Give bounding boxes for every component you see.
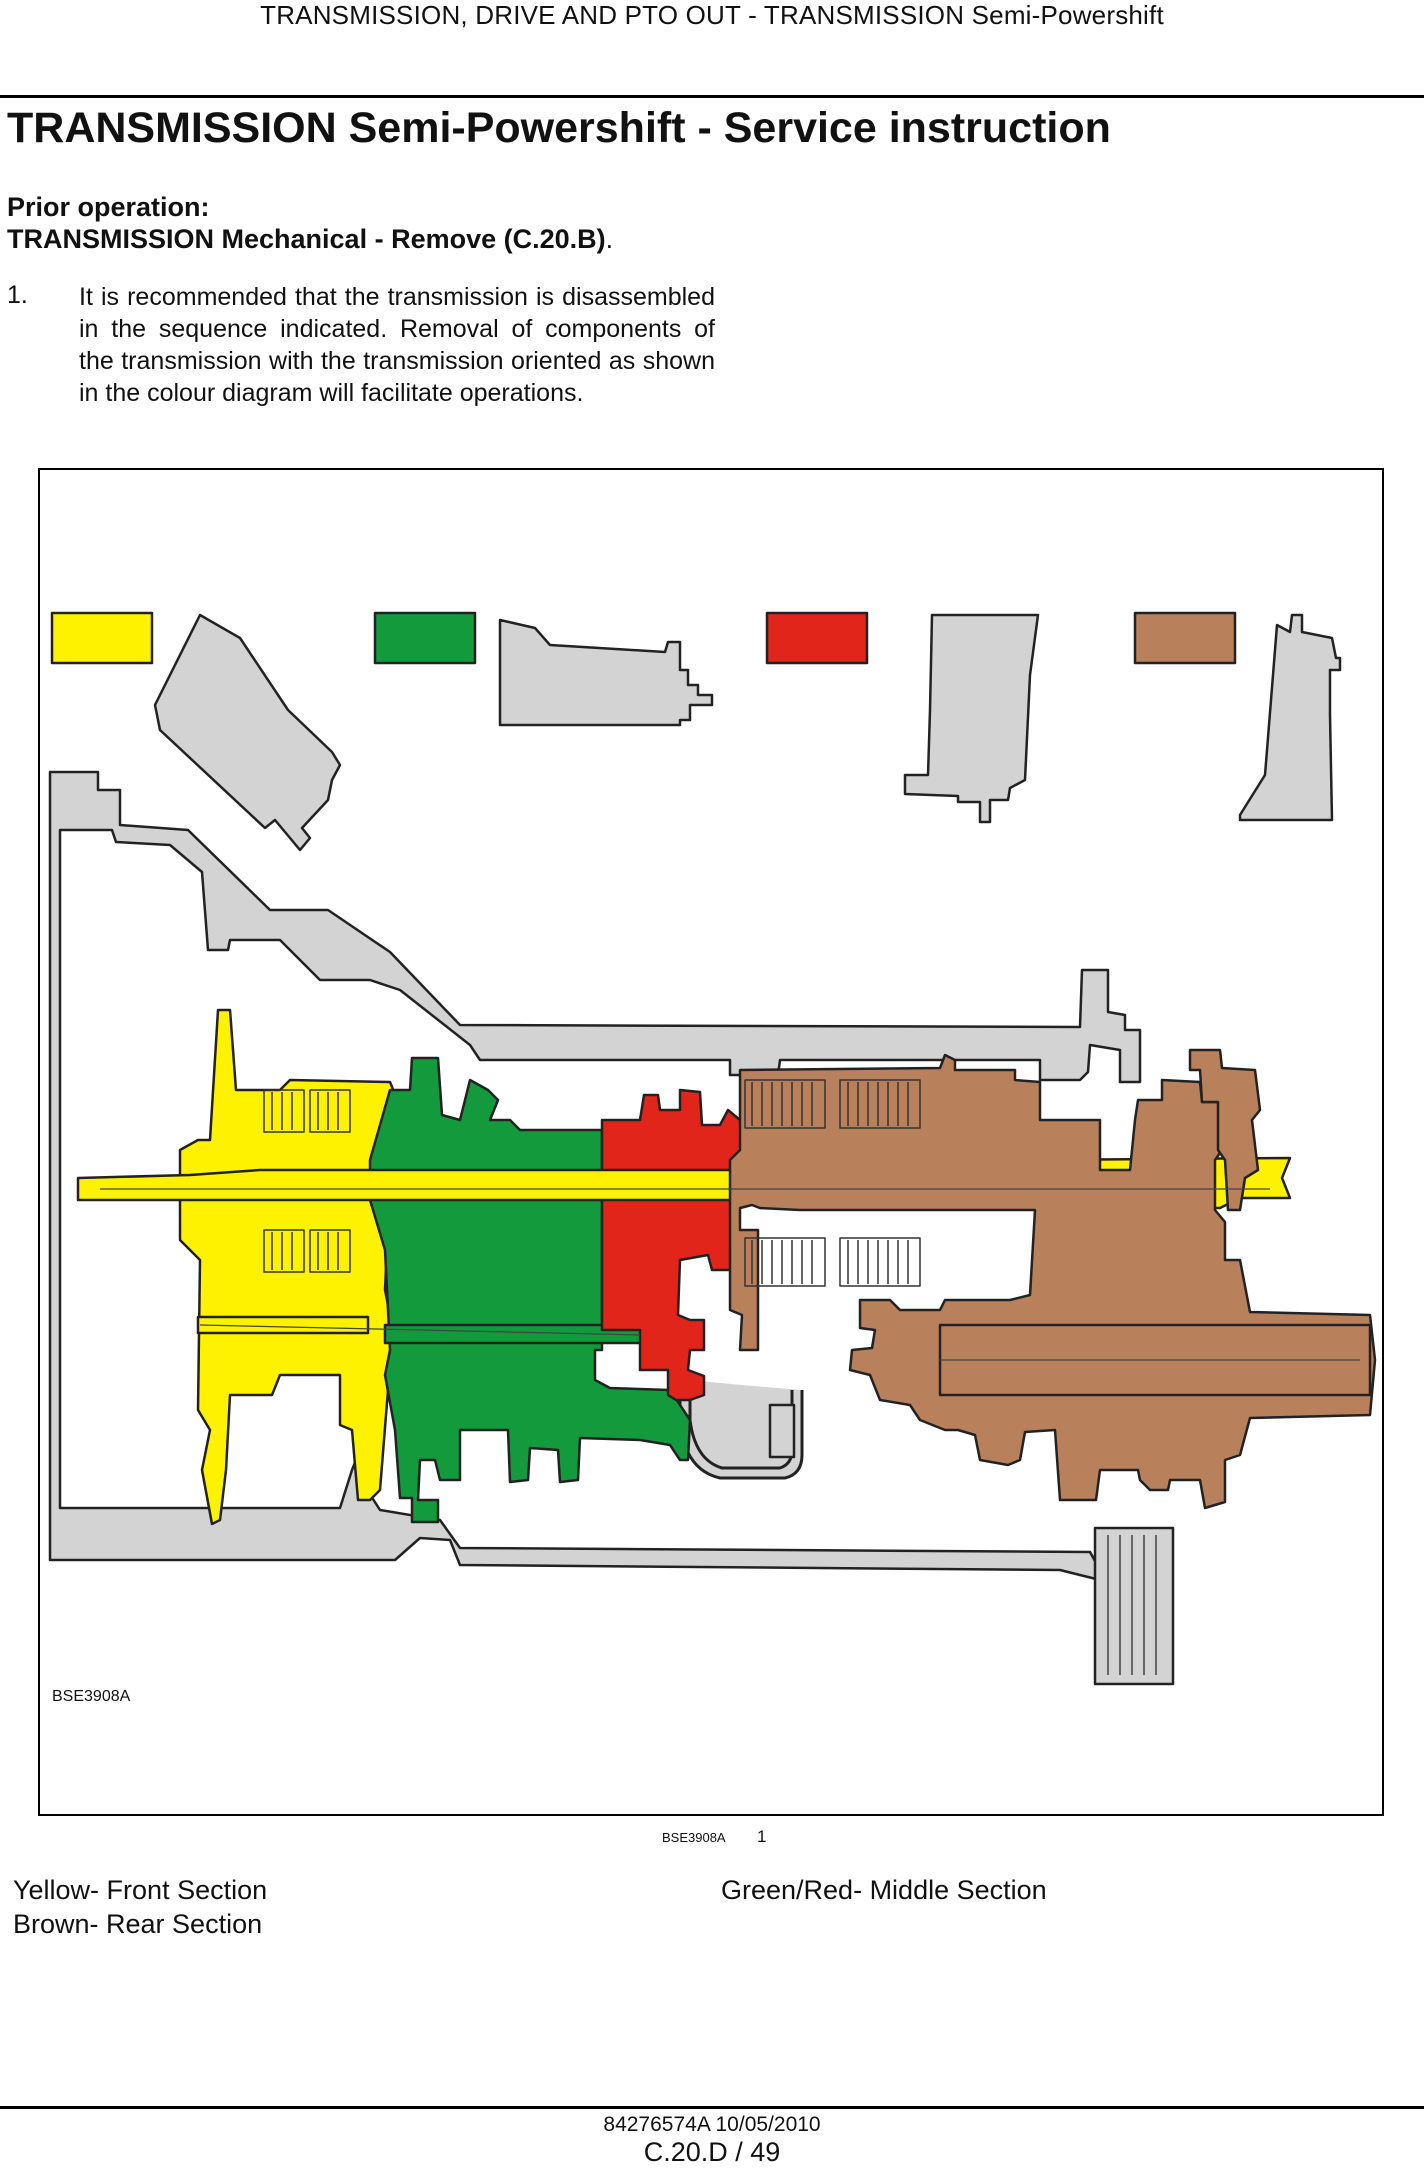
transmission-diagram — [48, 611, 1377, 1686]
middle-section-2-silhouette — [903, 613, 1040, 824]
prior-operation-link[interactable]: TRANSMISSION Mechanical - Remove (C.20.B… — [7, 224, 606, 254]
footer-page-reference: C.20.D / 49 — [643, 2137, 781, 2167]
green-swatch — [373, 611, 477, 665]
front-section — [178, 1008, 402, 1526]
footer-rule — [0, 2106, 1424, 2109]
rear-section-silhouette — [1238, 613, 1342, 822]
front-section-silhouette — [153, 613, 342, 852]
brown-swatch — [1133, 611, 1237, 665]
prior-operation-suffix: . — [605, 224, 614, 254]
front-countershaft — [196, 1315, 370, 1335]
rear-tube — [1093, 1526, 1175, 1686]
figure-caption-code: BSE3908A — [662, 1830, 726, 1845]
figure-caption-number: 1 — [757, 1827, 767, 1846]
prior-operation-heading: Prior operation: — [7, 192, 210, 222]
legend-rear-section: Brown- Rear Section — [13, 1909, 263, 1939]
prior-operation-reference: TRANSMISSION Mechanical - Remove (C.20.B… — [7, 224, 613, 255]
footer-document-reference: 84276574A 10/05/2010 — [603, 2113, 821, 2136]
red-swatch — [765, 611, 869, 665]
header-rule — [0, 95, 1424, 98]
pipe-fitting — [768, 1403, 796, 1459]
transmission-housing — [48, 770, 1142, 1582]
figure-code-inside: BSE3908A — [52, 1688, 131, 1705]
rear-section — [728, 1053, 1377, 1510]
legend-middle-section: Green/Red- Middle Section — [721, 1875, 1047, 1905]
step-text: It is recommended that the transmission … — [79, 283, 715, 407]
rear-case-right — [1188, 1048, 1262, 1212]
transmission-diagram-figure: BSE3908A — [38, 468, 1384, 1816]
middle-section-red — [600, 1088, 744, 1402]
legend-front-section: Yellow- Front Section — [13, 1875, 268, 1905]
step-number: 1. — [7, 281, 28, 309]
page-title: TRANSMISSION Semi-Powershift - Service i… — [7, 104, 1111, 152]
yellow-swatch — [50, 611, 154, 665]
running-header: TRANSMISSION, DRIVE AND PTO OUT - TRANSM… — [260, 0, 1164, 30]
clutch-packs — [263, 1079, 921, 1287]
shaft-detail-lines — [100, 1188, 1360, 1361]
middle-section-silhouette — [498, 618, 714, 727]
